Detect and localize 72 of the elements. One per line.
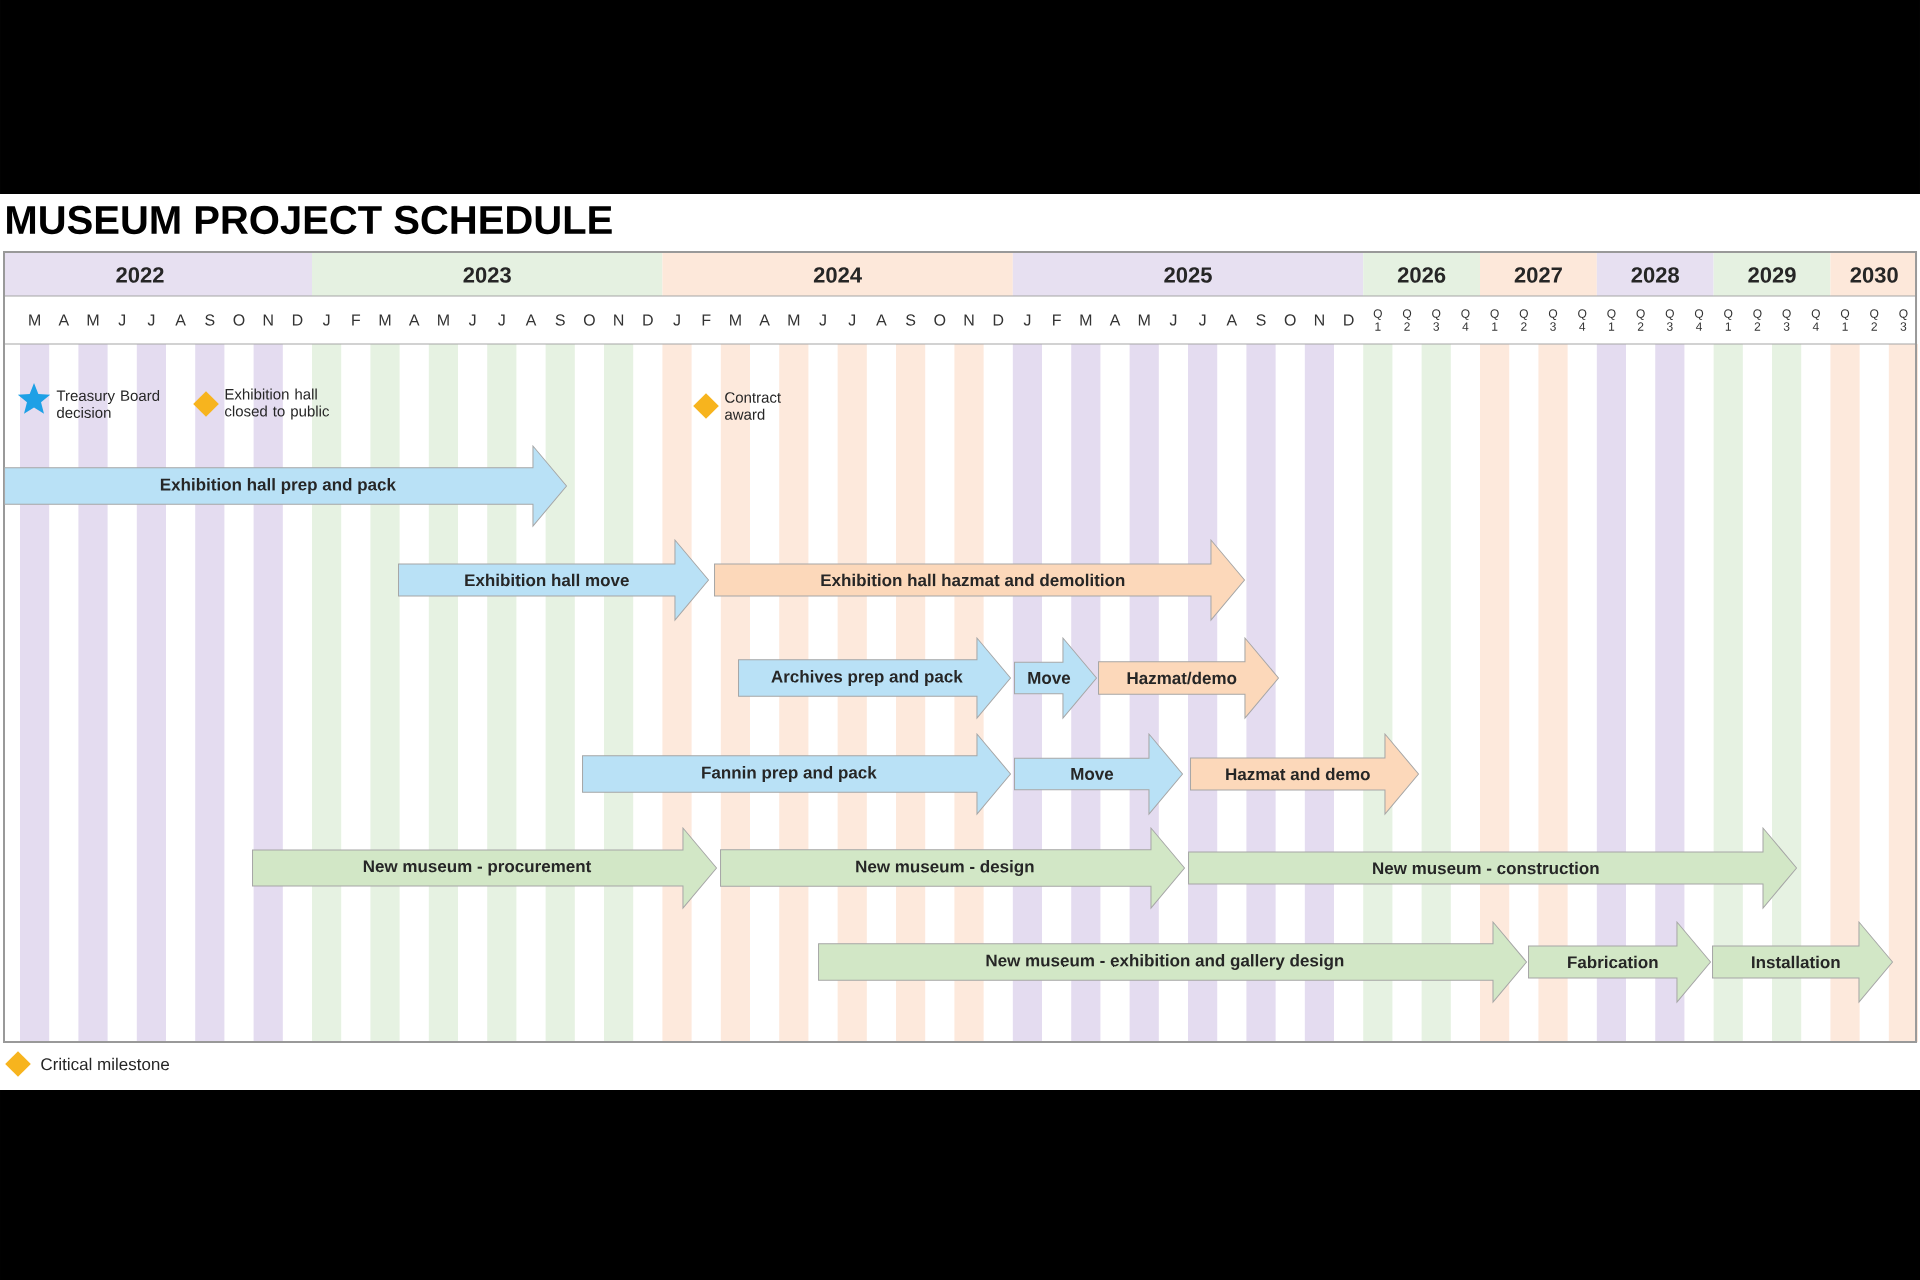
title: MUSEUM PROJECT SCHEDULE [7, 205, 612, 235]
month-label: J [322, 314, 330, 326]
month-label: F [1053, 314, 1061, 326]
month-label: O [934, 314, 946, 326]
month-label: N [964, 314, 974, 326]
year-label: 2027 [1514, 267, 1562, 283]
month-label: S [555, 314, 565, 326]
legend-label: Critical milestone [41, 1057, 170, 1071]
month-label: F [702, 314, 711, 326]
month-label: J [147, 314, 155, 326]
month-label: J [118, 314, 125, 326]
task-bar: New museum - exhibition and gallery design [818, 921, 1528, 1003]
month-label: M [87, 314, 99, 326]
task-bar: Move [1014, 733, 1184, 815]
year-label: 2025 [1164, 267, 1212, 283]
month-label: O [233, 314, 245, 326]
month-label: M [730, 314, 741, 326]
month-label: J [498, 314, 505, 326]
month-label: A [876, 314, 887, 326]
month-label: A [525, 314, 537, 326]
month-label: A [1226, 314, 1238, 326]
month-label: J [1198, 314, 1206, 326]
month-label: J [673, 314, 680, 326]
task-bar: Hazmat and demo [1190, 733, 1420, 815]
month-label: S [205, 314, 215, 326]
month-label: J [1023, 314, 1031, 326]
month-label: A [1109, 314, 1121, 326]
year-label: 2026 [1397, 267, 1446, 283]
month-label: D [1344, 314, 1354, 326]
year-label: 2023 [463, 267, 511, 283]
task-bar: Exhibition hall hazmat and demolition [714, 539, 1246, 621]
month-label: O [583, 314, 595, 326]
month-label: S [1256, 314, 1266, 326]
month-label: A [175, 314, 186, 326]
month-label: N [263, 314, 273, 326]
month-label: D [292, 314, 303, 326]
task-bar: Exhibition hall move [398, 539, 710, 621]
month-label: M [379, 314, 391, 326]
month-label: A [58, 314, 70, 326]
task-bar: Fannin prep and pack [582, 733, 1012, 815]
year-label: 2028 [1631, 267, 1679, 283]
month-label: M [438, 314, 449, 326]
task-bar: Archives prep and pack [738, 637, 1011, 719]
month-label: N [614, 314, 624, 326]
task-bar: Hazmat/demo [1098, 637, 1279, 719]
month-label: A [408, 314, 420, 326]
task-bar: Fabrication [1528, 921, 1712, 1003]
month-label: D [643, 314, 653, 326]
month-label: J [848, 314, 855, 326]
year-label: 2022 [116, 267, 164, 283]
month-label: M [1138, 314, 1150, 326]
task-bar: Move [1014, 637, 1097, 719]
year-label: 2030 [1850, 267, 1898, 283]
month-label: D [993, 314, 1004, 326]
month-label: M [1080, 314, 1092, 326]
task-bar: New museum - design [720, 827, 1186, 909]
month-label: S [906, 314, 916, 326]
task-bar: Installation [1712, 921, 1894, 1003]
month-label: F [352, 314, 361, 326]
task-bar: New museum - procurement [252, 827, 718, 909]
month-label: J [1169, 314, 1177, 326]
month-label: M [788, 314, 800, 326]
task-bar: Exhibition hall prep and pack [4, 445, 568, 527]
year-label: 2024 [813, 267, 862, 283]
month-label: A [759, 314, 770, 326]
task-bar: New museum - construction [1188, 827, 1798, 909]
month-label: J [468, 314, 476, 326]
month-label: N [1314, 314, 1324, 326]
year-label: 2029 [1748, 267, 1796, 283]
month-label: J [819, 314, 826, 326]
month-label: M [29, 314, 40, 326]
month-label: O [1284, 314, 1296, 326]
